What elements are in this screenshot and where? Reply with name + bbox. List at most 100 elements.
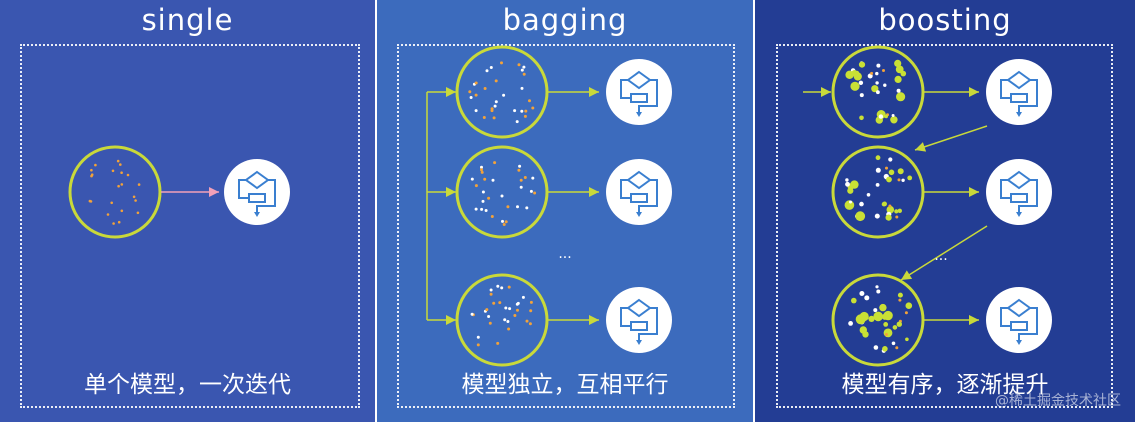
data-point — [883, 328, 893, 338]
data-point — [502, 223, 506, 226]
model-out-arrow — [1016, 340, 1022, 345]
data-point — [492, 301, 496, 305]
data-point — [892, 325, 898, 330]
boosting-arrow-3-head — [969, 315, 979, 325]
data-point — [134, 199, 137, 202]
data-point — [119, 163, 122, 166]
boosting-model-icon-2-bg — [986, 159, 1052, 225]
data-point — [493, 161, 497, 165]
data-point — [519, 185, 523, 189]
panel-title-single: single — [141, 3, 234, 37]
model-loop-right — [638, 79, 658, 114]
data-point — [474, 81, 478, 85]
data-point — [870, 71, 874, 75]
data-point — [897, 208, 902, 213]
model-loop-left — [620, 307, 631, 327]
data-point — [875, 71, 879, 76]
data-point — [485, 308, 489, 312]
data-point — [898, 298, 902, 302]
data-point — [516, 205, 519, 209]
data-point — [94, 163, 97, 167]
data-point — [866, 193, 871, 197]
data-point — [517, 168, 521, 172]
boosting-model-icon-1 — [986, 59, 1052, 125]
bagging-dataset-circle-1-ring — [455, 45, 549, 139]
data-point — [529, 189, 533, 193]
model-decision-shape — [626, 170, 652, 190]
data-point — [470, 312, 474, 316]
data-point — [884, 114, 888, 119]
data-point — [859, 291, 865, 296]
data-point — [487, 315, 491, 318]
bagging-model-icon-1 — [606, 59, 672, 125]
boosting-ellipsis: ... — [934, 248, 947, 264]
bagging-arrow-2 — [548, 187, 599, 197]
data-point — [845, 178, 849, 182]
data-point — [858, 61, 866, 68]
data-point — [508, 307, 512, 311]
data-point — [845, 181, 850, 187]
bagging-model-icon-2 — [606, 159, 672, 225]
data-point — [859, 115, 864, 121]
data-point — [476, 335, 480, 339]
bagging-dataset-circle-2 — [455, 145, 549, 239]
data-point — [907, 175, 913, 181]
model-loop-left — [620, 79, 631, 99]
data-point — [494, 100, 498, 104]
data-point — [879, 303, 887, 312]
bagging-input-arrow-3 — [427, 315, 456, 325]
boosting-feedback-arrow-2-head — [901, 270, 913, 280]
data-point — [897, 178, 901, 182]
model-loop-left — [238, 179, 249, 199]
data-point — [894, 59, 902, 67]
data-point — [522, 65, 526, 69]
bagging-input-arrow-2 — [427, 187, 456, 197]
model-loop-right — [638, 179, 658, 214]
data-point — [117, 220, 121, 224]
data-point — [502, 93, 506, 97]
data-point — [859, 326, 867, 334]
boosting-feedback-arrow-2 — [900, 225, 988, 281]
data-point — [485, 69, 489, 73]
data-point — [120, 209, 124, 213]
data-point — [871, 85, 879, 93]
model-out-arrow — [254, 212, 260, 217]
single-model-icon-bg — [224, 159, 290, 225]
data-point — [516, 301, 520, 305]
data-point — [875, 81, 879, 85]
bagging-arrow-3-head — [589, 315, 599, 325]
data-point — [875, 167, 881, 173]
model-loop-right — [638, 307, 658, 342]
boosting-arrow-1-head — [969, 87, 979, 97]
data-point — [849, 200, 852, 204]
data-point — [520, 68, 524, 72]
data-point — [848, 321, 853, 326]
bagging-dataset-circle-3-ring — [455, 273, 549, 367]
data-point — [881, 313, 888, 320]
model-out-arrow — [636, 340, 642, 345]
data-point — [474, 93, 478, 97]
data-point — [890, 116, 898, 124]
data-point — [864, 295, 870, 301]
model-loop-left — [620, 179, 631, 199]
data-point — [483, 87, 487, 90]
data-point — [136, 211, 140, 215]
data-point — [878, 114, 884, 119]
data-point — [504, 220, 508, 224]
data-point — [493, 104, 497, 108]
boosting-dataset-circle-3-ring — [831, 273, 925, 367]
data-point — [883, 322, 889, 327]
bagging-model-icon-3 — [606, 287, 672, 353]
boosting-model-icon-3-bg — [986, 287, 1052, 353]
data-point — [882, 69, 885, 72]
data-point — [474, 184, 478, 188]
watermark: @稀土掘金技术社区 — [995, 393, 1121, 409]
data-point — [891, 341, 896, 346]
bagging-model-icon-1-bg — [606, 59, 672, 125]
single-model-icon — [224, 159, 290, 225]
data-point — [525, 319, 529, 323]
boosting-arrow-3 — [924, 315, 979, 325]
data-point — [496, 284, 500, 288]
data-point — [850, 81, 860, 91]
